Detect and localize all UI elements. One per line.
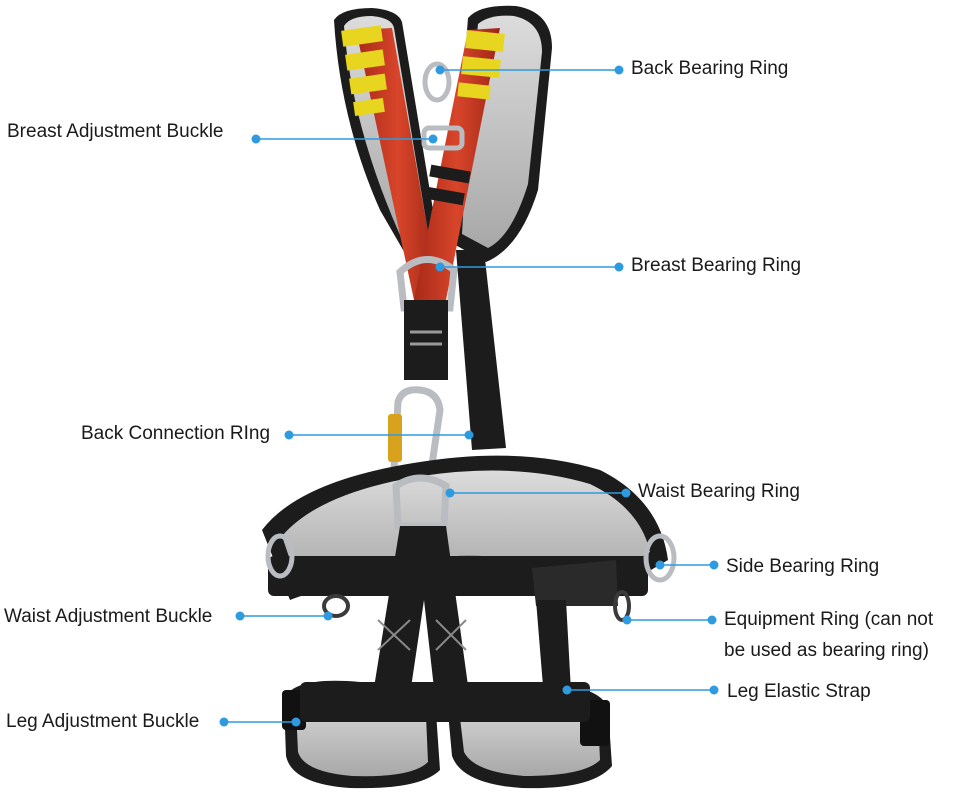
center-strap [404, 300, 448, 380]
leader-dot-back-connection-ring-end [464, 430, 474, 440]
callout-leg-elastic-strap: Leg Elastic Strap [727, 681, 871, 702]
callout-breast-adjustment-buckle: Breast Adjustment Buckle [7, 121, 224, 142]
breast-bearing-ring-shape [396, 256, 458, 312]
leader-dot-leg-adjustment-buckle-start [219, 717, 229, 727]
waist-bearing-ring-shape [392, 474, 450, 530]
breast-adjustment-buckle-shape [421, 125, 465, 151]
left-shoulder-pad [334, 8, 440, 300]
callout-back-bearing-ring: Back Bearing Ring [631, 58, 789, 79]
waist-buckle-ring-shape [322, 594, 350, 618]
leader-dot-waist-adjustment-buckle-start [235, 611, 245, 621]
leader-dot-waist-adjustment-buckle-end [323, 611, 333, 621]
leader-dot-breast-bearing-ring-end [614, 262, 624, 272]
leader-dot-waist-bearing-ring-end [621, 488, 631, 498]
leader-dot-leg-elastic-strap-start [562, 685, 572, 695]
leader-dot-waist-bearing-ring-start [445, 488, 455, 498]
leader-dot-equipment-ring-start [622, 615, 632, 625]
leader-dot-back-bearing-ring-end [614, 65, 624, 75]
right-side-ring-shape [643, 533, 677, 583]
back-strap [456, 250, 506, 450]
leg-straps [372, 526, 470, 708]
callout-back-connection-ring: Back Connection RIng [81, 423, 271, 444]
leader-dot-side-bearing-ring-start [655, 560, 665, 570]
callout-side-bearing-ring: Side Bearing Ring [726, 556, 880, 577]
leader-dot-breast-bearing-ring-start [435, 262, 445, 272]
leader-dot-equipment-ring-end [707, 615, 717, 625]
leader-dot-breast-adjustment-buckle-start [251, 134, 261, 144]
callout-waist-bearing-ring: Waist Bearing Ring [638, 481, 800, 502]
leader-dot-leg-elastic-strap-end [709, 685, 719, 695]
callout-waist-adjustment-buckle: Waist Adjustment Buckle [4, 606, 213, 627]
leader-dot-leg-adjustment-buckle-end [291, 717, 301, 727]
leader-lines [219, 65, 719, 727]
callout-breast-bearing-ring: Breast Bearing Ring [631, 255, 802, 276]
leader-dot-breast-adjustment-buckle-end [428, 134, 438, 144]
left-side-ring-shape [265, 533, 295, 579]
leader-dot-side-bearing-ring-end [709, 560, 719, 570]
leader-dot-back-bearing-ring-start [435, 65, 445, 75]
thigh-band [300, 682, 590, 722]
callout-equipment-ring: Equipment Ring (can not be used as beari… [724, 609, 934, 661]
waist-belt [262, 455, 668, 606]
leader-dot-back-connection-ring-start [284, 430, 294, 440]
equipment-ring-shape [613, 590, 631, 622]
back-bearing-ring-shape [422, 61, 452, 103]
callout-leg-adjustment-buckle: Leg Adjustment Buckle [6, 711, 200, 732]
